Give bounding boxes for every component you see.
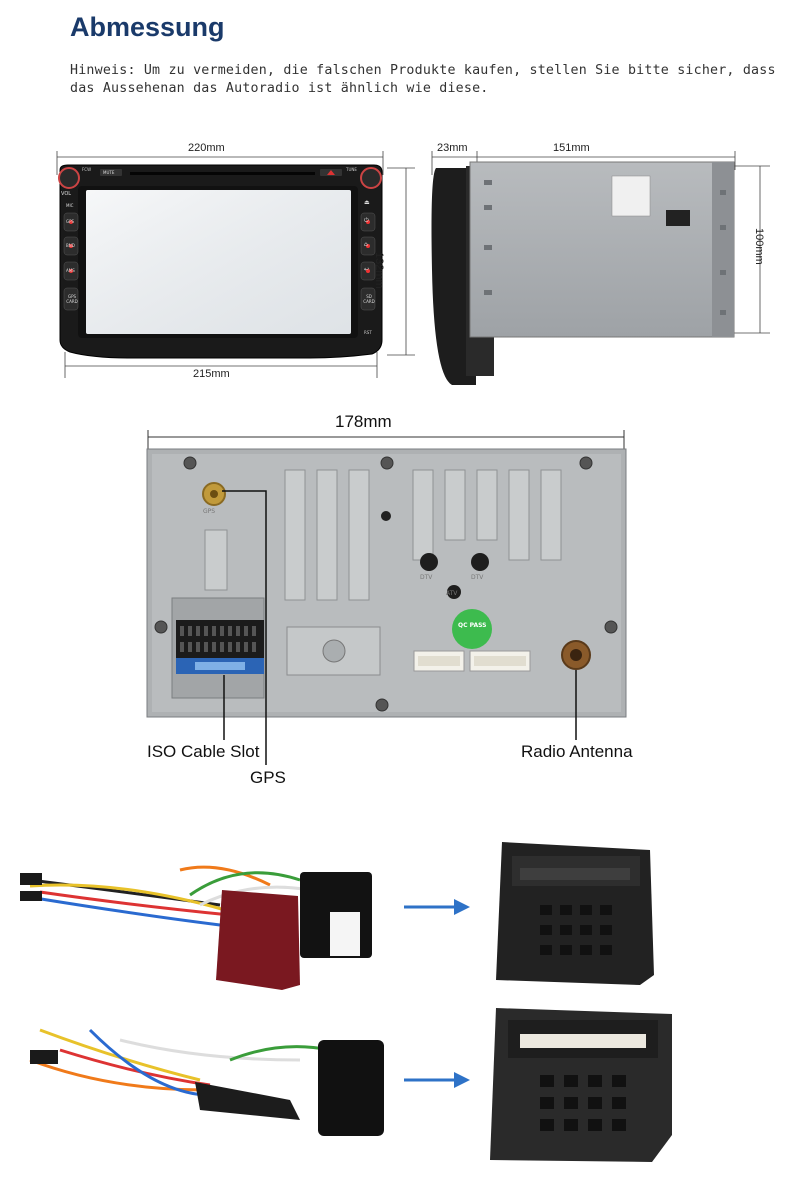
arrow-bottom	[404, 1072, 470, 1088]
volume-knob	[58, 167, 80, 189]
mic-label: MIC	[66, 203, 74, 208]
harness-top	[20, 865, 372, 990]
iso-cable-slot-callout: ISO Cable Slot	[147, 742, 260, 761]
bnd-label: BND	[66, 243, 75, 248]
back-width-label: 178mm	[335, 412, 392, 431]
harness-bottom	[29, 1028, 384, 1136]
front-width-bottom-label: 215mm	[193, 368, 230, 380]
atv-port-label: ATV	[446, 590, 458, 597]
gps-callout: GPS	[250, 768, 286, 787]
tune-label: TUNE	[346, 167, 357, 172]
gps-port-label: GPS	[203, 508, 216, 515]
mute-label: MUTE	[103, 170, 115, 175]
hint-text: Hinweis: Um zu vermeiden, die falschen P…	[70, 63, 776, 96]
qc-pass-label: QC PASS	[458, 622, 487, 629]
back-width-dimension	[147, 430, 625, 450]
connector-bottom	[490, 1008, 672, 1162]
sd-card-label: SD CARD	[363, 294, 375, 304]
callout-lines	[222, 490, 577, 765]
connector-top	[496, 842, 654, 985]
side-body-depth-label: 151mm	[553, 142, 590, 154]
arrow-top	[404, 899, 470, 915]
dtv-port-label-2: DTV	[471, 574, 484, 581]
back-panel	[146, 448, 627, 718]
front-width-top-dimension	[56, 151, 384, 175]
front-height-label: 132mm	[373, 252, 385, 289]
front-width-bottom-dimension	[64, 352, 378, 378]
vol-label: VOL	[61, 191, 72, 197]
power-label: ⏻	[364, 217, 369, 224]
eject-label: ⏏	[364, 199, 370, 206]
page-title: Abmessung	[70, 12, 225, 42]
head-unit-side	[431, 161, 735, 385]
fcw-label: FCW	[82, 167, 92, 172]
qc-pass-sticker	[452, 609, 492, 649]
side-height-label: 100mm	[753, 228, 765, 265]
front-width-top-label: 220mm	[188, 142, 225, 154]
gps-button-label: GPS	[66, 219, 75, 224]
side-front-depth-label: 23mm	[437, 142, 468, 154]
back-label: ↩	[364, 266, 370, 273]
gps-card-label: GPS CARD	[66, 294, 78, 304]
home-label: ⌂	[364, 241, 368, 248]
rst-label: RST	[364, 330, 372, 335]
ams-label: AMS	[66, 268, 75, 273]
tune-knob	[360, 167, 382, 189]
radio-antenna-callout: Radio Antenna	[521, 742, 633, 761]
head-unit-front	[58, 164, 383, 359]
dtv-port-label-1: DTV	[420, 574, 433, 581]
iso-cable-slot	[176, 620, 264, 658]
front-height-dimension	[387, 167, 415, 356]
